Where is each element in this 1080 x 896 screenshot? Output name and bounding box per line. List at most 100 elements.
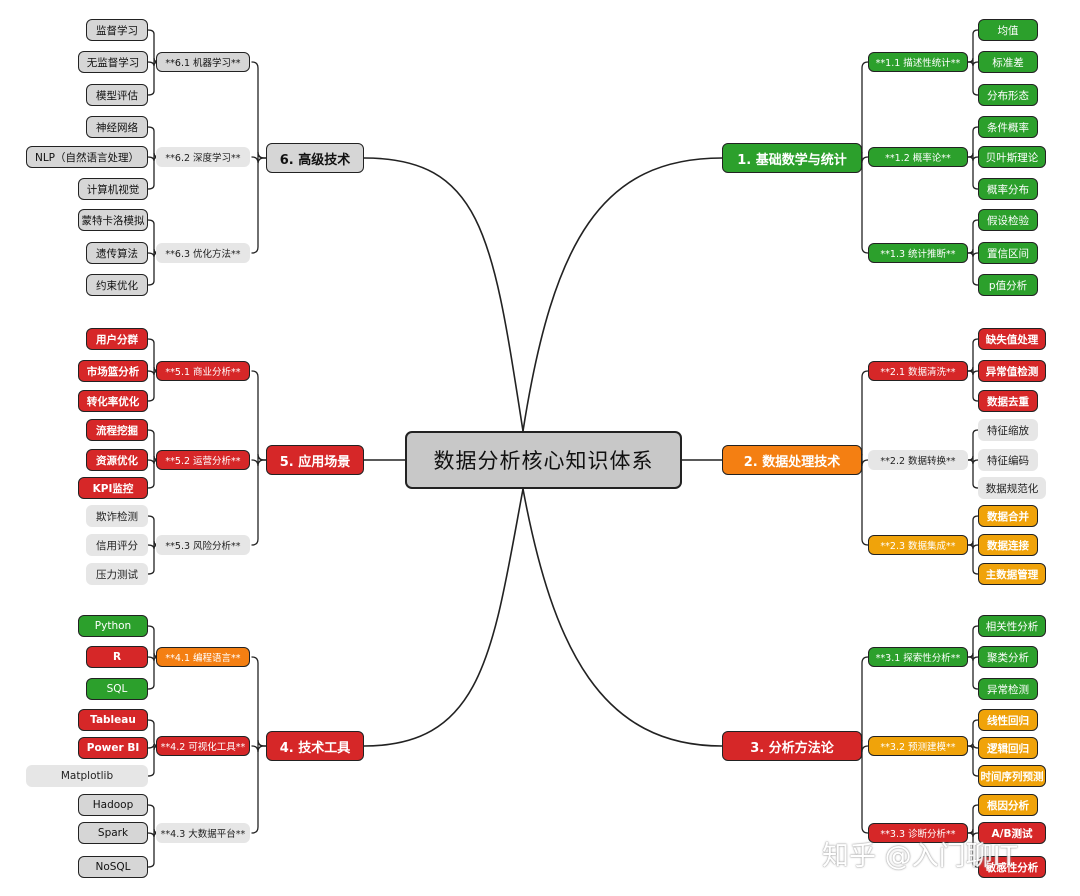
left-leaf-1-2-1: 神经网络 [86,116,148,138]
right-leaf-3-2-1: 线性回归 [978,709,1038,731]
right-leaf-3-1-1: 相关性分析 [978,615,1046,637]
right-sub-2-2: **2.2 数据转换** [868,450,968,470]
connector [251,157,267,254]
right-leaf-1-2-2: 贝叶斯理论 [978,146,1046,168]
left-leaf-2-1-3: 转化率优化 [78,390,148,412]
right-leaf-1-1-2: 标准差 [978,51,1038,73]
connector [967,804,979,834]
right-leaf-1-1-3: 分布形态 [978,84,1038,106]
left-leaf-1-3-3: 约束优化 [86,274,148,296]
connector [967,625,979,658]
left-leaf-2-2-2: 资源优化 [86,449,148,471]
right-leaf-2-2-2: 特征编码 [978,449,1038,471]
left-sub-3-3: **4.3 大数据平台** [156,823,250,843]
left-sub-3-2: **4.2 可视化工具** [156,736,250,756]
left-leaf-2-3-1: 欺诈检测 [86,505,148,527]
right-leaf-1-3-1: 假设检验 [978,209,1038,231]
right-sub-3-3: **3.3 诊断分析** [868,823,968,843]
left-sub-1-1: **6.1 机器学习** [156,52,250,72]
left-sub-2-2: **5.2 运营分析** [156,450,250,470]
right-leaf-2-1-2: 异常值检测 [978,360,1046,382]
connector [967,370,979,402]
connector [967,219,979,254]
connector [967,29,979,63]
connector [967,429,979,461]
right-leaf-2-2-1: 特征缩放 [978,419,1038,441]
connector [967,252,979,286]
left-branch-2: 5. 应用场景 [266,445,364,475]
connector [251,656,267,747]
right-branch-1: 1. 基础数学与统计 [722,143,862,173]
left-branch-3: 4. 技术工具 [266,731,364,761]
left-leaf-1-3-1: 蒙特卡洛模拟 [78,209,148,231]
right-leaf-2-3-3: 主数据管理 [978,563,1046,585]
left-sub-3-1: **4.1 编程语言** [156,647,250,667]
root-node: 数据分析核心知识体系 [405,431,682,489]
right-leaf-2-3-2: 数据连接 [978,534,1038,556]
connector [251,745,267,834]
left-leaf-1-3-2: 遗传算法 [86,242,148,264]
connector [251,61,267,159]
right-leaf-3-2-2: 逻辑回归 [978,737,1038,759]
watermark: 知乎 @入门聊IT [822,841,1018,872]
right-leaf-2-3-1: 数据合并 [978,505,1038,527]
right-branch-3: 3. 分析方法论 [722,731,862,761]
connector [522,488,723,747]
right-leaf-3-2-3: 时间序列预测 [978,765,1046,787]
connector [967,338,979,372]
right-leaf-2-2-3: 数据规范化 [978,477,1046,499]
left-leaf-3-1-3: SQL [86,678,148,700]
connector [967,126,979,158]
connector [363,488,524,747]
left-leaf-2-1-1: 用户分群 [86,328,148,350]
left-leaf-1-2-3: 计算机视觉 [78,178,148,200]
right-leaf-1-3-2: 置信区间 [978,242,1038,264]
left-leaf-1-1-3: 模型评估 [86,84,148,106]
left-leaf-1-1-1: 监督学习 [86,19,148,41]
left-leaf-2-3-2: 信用评分 [86,534,148,556]
left-leaf-1-2-2: NLP（自然语言处理） [26,146,148,168]
left-sub-1-2: **6.2 深度学习** [156,147,250,167]
right-sub-1-1: **1.1 描述性统计** [868,52,968,72]
right-leaf-3-3-2: A/B测试 [978,822,1046,844]
left-leaf-3-2-1: Tableau [78,709,148,731]
left-leaf-3-1-2: R [86,646,148,668]
left-leaf-3-3-2: Spark [78,822,148,844]
right-leaf-2-1-1: 缺失值处理 [978,328,1046,350]
left-leaf-2-3-3: 压力测试 [86,563,148,585]
left-sub-1-3: **6.3 优化方法** [156,243,250,263]
right-sub-1-2: **1.2 概率论** [868,147,968,167]
right-leaf-3-3-1: 根因分析 [978,794,1038,816]
connector [967,459,979,489]
left-sub-2-1: **5.1 商业分析** [156,361,250,381]
left-leaf-2-2-3: KPI监控 [78,477,148,499]
right-sub-1-3: **1.3 统计推断** [868,243,968,263]
left-branch-1: 6. 高级技术 [266,143,364,173]
right-leaf-1-2-3: 概率分布 [978,178,1038,200]
left-leaf-3-2-3: Matplotlib [26,765,148,787]
right-leaf-2-1-3: 数据去重 [978,390,1038,412]
right-leaf-3-1-2: 聚类分析 [978,646,1038,668]
left-leaf-2-2-1: 流程挖掘 [86,419,148,441]
right-branch-2: 2. 数据处理技术 [722,445,862,475]
connector [967,544,979,575]
connector [967,515,979,546]
connector [363,157,524,432]
left-leaf-3-3-1: Hadoop [78,794,148,816]
connector [522,157,723,432]
connector [967,719,979,747]
connector [251,459,267,546]
right-leaf-3-3-3: 敏感性分析 [978,856,1046,878]
right-leaf-1-3-3: p值分析 [978,274,1038,296]
left-leaf-1-1-2: 无监督学习 [78,51,148,73]
connector [967,745,979,777]
left-leaf-3-3-3: NoSQL [78,856,148,878]
left-leaf-3-1-1: Python [78,615,148,637]
left-sub-2-3: **5.3 风险分析** [156,535,250,555]
right-sub-2-1: **2.1 数据清洗** [868,361,968,381]
connector [251,370,267,461]
right-leaf-1-1-1: 均值 [978,19,1038,41]
left-leaf-2-1-2: 市场篮分析 [78,360,148,382]
right-sub-3-2: **3.2 预测建模** [868,736,968,756]
